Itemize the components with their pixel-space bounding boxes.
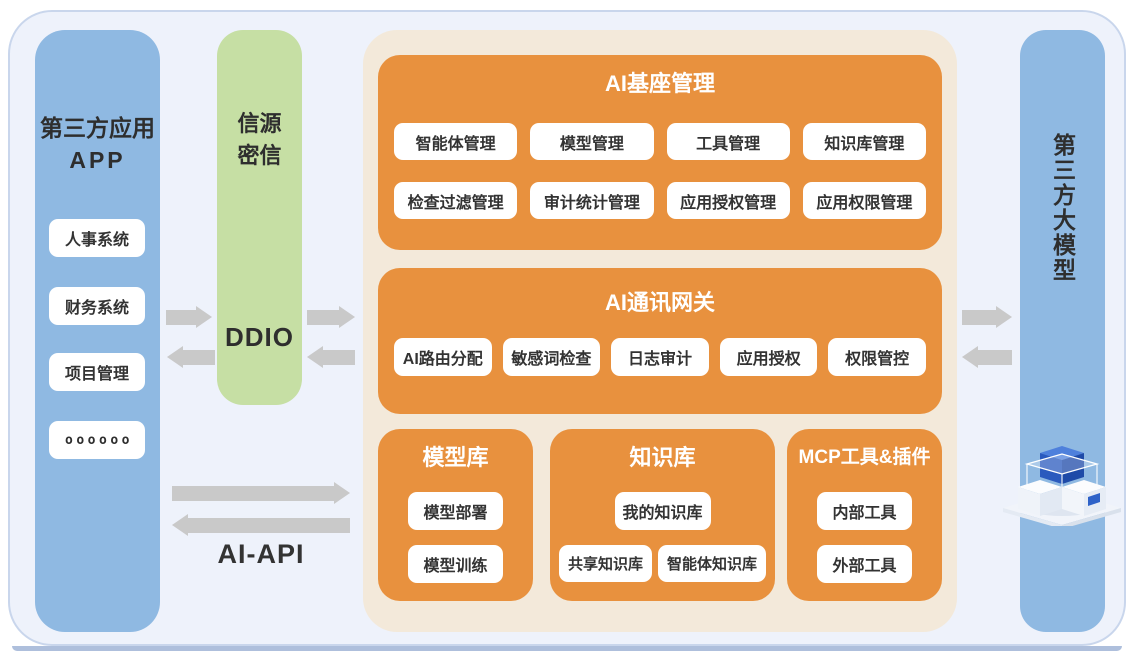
ddio-column-title: 信源 密信	[217, 108, 302, 172]
chip-app-authorization: 应用授权	[719, 338, 818, 376]
third-party-app-title-line2: APP	[69, 147, 126, 173]
ddio-title-line1: 信源	[237, 111, 282, 136]
chip-internal-tools: 内部工具	[817, 492, 912, 530]
model-repo-title: 模型库	[422, 445, 489, 470]
chip-app-permission-management: 应用权限管理	[802, 182, 926, 219]
bottom-edge-strip	[12, 646, 1122, 651]
ai-comm-gateway-row: AI路由分配 敏感词检查 日志审计 应用授权 权限管控	[394, 338, 926, 376]
chip-tool-management: 工具管理	[666, 123, 790, 160]
chip-permission-control: 权限管控	[828, 338, 926, 376]
arrow-left-platform-to-ddio	[307, 346, 355, 368]
ellipsis-dots-icon: oooooo	[65, 432, 133, 448]
mcp-tools-box: MCP工具&插件 内部工具 外部工具	[787, 429, 942, 601]
knowledge-base-box: 知识库 我的知识库 共享知识库 智能体知识库	[550, 429, 775, 601]
chip-agent-knowledge-base: 智能体知识库	[658, 545, 766, 582]
ai-base-management-grid: 智能体管理 模型管理 工具管理 知识库管理 检查过滤管理 审计统计管理 应用授权…	[394, 123, 926, 219]
app-item-project: 项目管理	[49, 353, 145, 391]
knowledge-base-row: 共享知识库 智能体知识库	[559, 545, 766, 582]
chip-check-filter-management: 检查过滤管理	[394, 182, 518, 219]
app-item-hr: 人事系统	[49, 219, 145, 257]
ai-base-management-title: AI基座管理	[604, 71, 715, 96]
ddio-label: DDIO	[225, 322, 294, 352]
third-party-llm-column: 第三方大模型	[1020, 30, 1105, 632]
ai-api-label: AI-API	[217, 539, 305, 569]
chip-ai-routing: AI路由分配	[394, 338, 492, 376]
arrow-left-llm-to-platform	[962, 346, 1012, 368]
chip-knowledge-management: 知识库管理	[802, 123, 926, 160]
cubes-3d-icon	[1003, 446, 1121, 526]
chip-model-management: 模型管理	[530, 123, 654, 160]
chip-audit-stats-management: 审计统计管理	[530, 182, 654, 219]
arrow-right-app-to-ddio	[166, 306, 212, 328]
arrow-left-ddio-to-app	[167, 346, 215, 368]
mcp-tools-title: MCP工具&插件	[798, 447, 931, 468]
arrow-right-ddio-to-platform	[307, 306, 355, 328]
third-party-app-title: 第三方应用 APP	[35, 112, 160, 176]
ai-comm-gateway-box: AI通讯网关 AI路由分配 敏感词检查 日志审计 应用授权 权限管控	[378, 268, 942, 414]
third-party-app-title-line1: 第三方应用	[40, 115, 155, 141]
chip-my-knowledge-base: 我的知识库	[614, 492, 711, 530]
chip-app-authorization-management: 应用授权管理	[666, 182, 790, 219]
arrow-left-ai-api-response	[172, 514, 350, 536]
app-item-more: oooooo	[49, 421, 145, 459]
model-repo-box: 模型库 模型部署 模型训练	[378, 429, 533, 601]
chip-external-tools: 外部工具	[817, 545, 912, 583]
ai-comm-gateway-title: AI通讯网关	[604, 290, 715, 315]
chip-model-training: 模型训练	[408, 545, 503, 583]
arrow-right-ai-api-request	[172, 482, 350, 504]
chip-model-deploy: 模型部署	[408, 492, 503, 530]
knowledge-base-title: 知识库	[629, 445, 696, 470]
third-party-app-column: 第三方应用 APP 人事系统 财务系统 项目管理 oooooo	[35, 30, 160, 632]
chip-shared-knowledge-base: 共享知识库	[559, 545, 652, 582]
ddio-title-line2: 密信	[237, 143, 282, 168]
chip-sensitive-word-check: 敏感词检查	[502, 338, 601, 376]
ddio-gateway-column: 信源 密信 DDIO	[217, 30, 302, 405]
arrow-right-platform-to-llm	[962, 306, 1012, 328]
chip-log-audit: 日志审计	[611, 338, 709, 376]
ai-base-management-box: AI基座管理 智能体管理 模型管理 工具管理 知识库管理 检查过滤管理 审计统计…	[378, 55, 942, 250]
app-item-finance: 财务系统	[49, 287, 145, 325]
chip-agent-management: 智能体管理	[394, 123, 518, 160]
third-party-llm-title: 第三方大模型	[1049, 133, 1076, 283]
